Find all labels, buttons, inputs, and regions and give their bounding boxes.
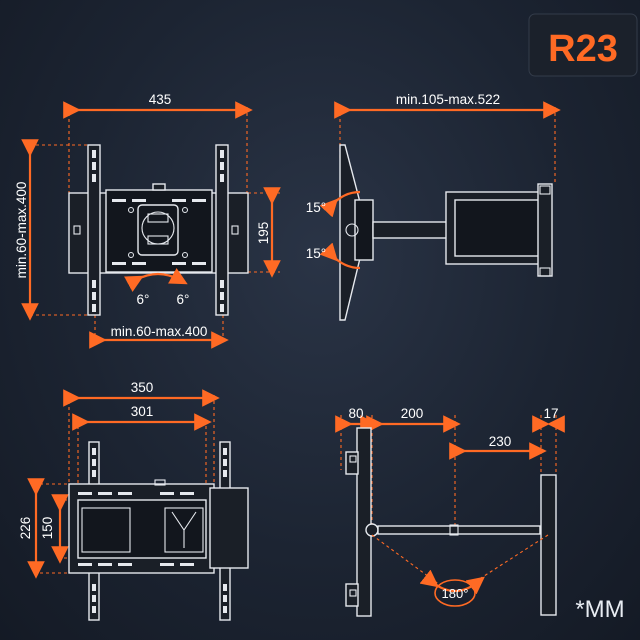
width-435-label: 435 — [149, 92, 172, 107]
inner-width-label: 301 — [131, 404, 154, 419]
second-arm-label: 230 — [489, 434, 512, 449]
tilt-left-label: 6° — [137, 292, 150, 307]
tilt-up-arc — [319, 190, 361, 218]
outer-width-label: 350 — [131, 380, 154, 395]
extension-label: min.105-max.522 — [396, 92, 500, 107]
model-badge: R23 — [528, 13, 638, 77]
front-view: 435 min.60-max.400 195 min.60-max.400 6°… — [14, 92, 281, 349]
top-view: 80 200 230 17 180° — [335, 406, 565, 617]
outer-height-label: 226 — [18, 517, 33, 540]
tilt-up-label: 15° — [306, 200, 326, 215]
width-vesa-label: min.60-max.400 — [111, 324, 208, 339]
offset-label: 80 — [348, 406, 363, 421]
swivel-label: 180° — [442, 586, 469, 601]
depth-label: 17 — [543, 406, 558, 421]
rear-view: 350 301 226 150 — [18, 380, 249, 621]
plate-height-label: 195 — [256, 222, 271, 245]
inner-height-label: 150 — [40, 517, 55, 540]
swivel-arc — [419, 569, 485, 595]
tilt-arc — [124, 268, 188, 292]
tilt-down-arc — [319, 242, 361, 270]
tilt-down-label: 15° — [306, 246, 326, 261]
units-label: *MM — [575, 596, 624, 623]
side-view: min.105-max.522 15° 15° — [306, 92, 561, 321]
model-label: R23 — [548, 28, 618, 70]
arm-length-label: 200 — [401, 406, 424, 421]
height-vesa-label: min.60-max.400 — [14, 182, 29, 279]
tilt-right-label: 6° — [177, 292, 190, 307]
